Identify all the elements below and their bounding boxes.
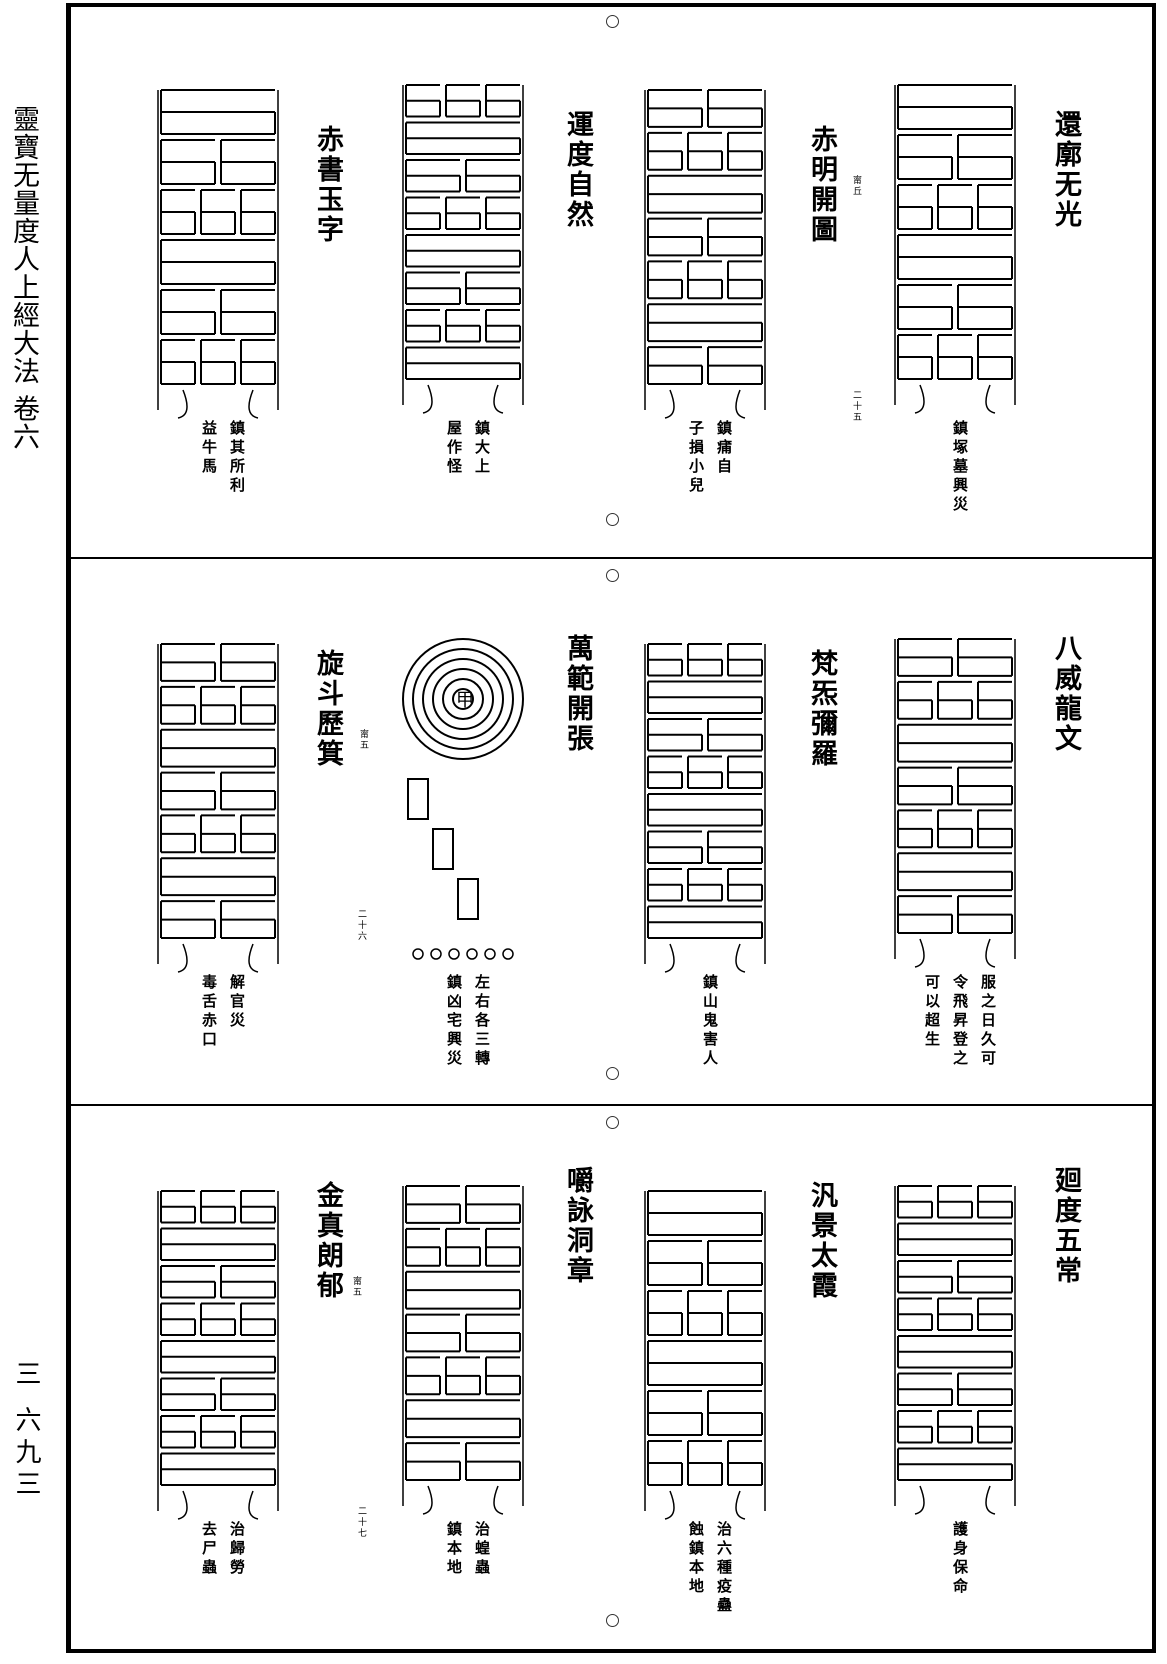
talisman-note: 解官災 bbox=[228, 974, 246, 1031]
talisman-note: 毒舌赤口 bbox=[200, 974, 218, 1050]
small-mark: 二十七 bbox=[356, 1506, 366, 1539]
talisman-note: 鎮大上 bbox=[473, 420, 491, 477]
talisman-glyph: 甲 bbox=[402, 638, 524, 960]
talisman-note: 護身保命 bbox=[951, 1521, 969, 1597]
talisman-note: 可以超生 bbox=[923, 974, 941, 1050]
talisman-note: 屋作怪 bbox=[445, 420, 463, 477]
row-divider bbox=[66, 1104, 1156, 1106]
talisman-note: 鎮痡自 bbox=[715, 420, 733, 477]
row-divider bbox=[66, 557, 1156, 559]
talisman-glyph bbox=[894, 84, 1016, 414]
talisman-title: 還廓无光 bbox=[1050, 110, 1081, 230]
talisman-note: 子損小兒 bbox=[687, 420, 705, 496]
talisman-note: 令飛昇登之 bbox=[951, 974, 969, 1069]
small-mark: 甯五 bbox=[358, 729, 368, 751]
small-mark: 甯五 bbox=[351, 1276, 361, 1298]
talisman-note: 益牛馬 bbox=[200, 420, 218, 477]
talisman-glyph bbox=[402, 1185, 524, 1515]
talisman-note: 鎮塚墓興災 bbox=[951, 420, 969, 515]
talisman-glyph bbox=[894, 638, 1016, 968]
talisman-note: 蝕鎮本地 bbox=[687, 1521, 705, 1597]
talisman-glyph bbox=[157, 1190, 279, 1520]
small-mark: 甯丘 bbox=[851, 175, 861, 197]
small-mark: 二十六 bbox=[356, 909, 366, 942]
talisman-glyph bbox=[402, 84, 524, 414]
talisman-note: 治蝗蟲 bbox=[473, 1521, 491, 1578]
talisman-note: 治歸勞 bbox=[228, 1521, 246, 1578]
talisman-glyph bbox=[644, 643, 766, 973]
talisman-title: 運度自然 bbox=[562, 110, 593, 230]
talisman-note: 鎮山鬼害人 bbox=[701, 974, 719, 1069]
talisman-title: 梵炁彌羅 bbox=[806, 649, 837, 769]
page-number: 三 六九三 bbox=[11, 1360, 41, 1503]
book-title-margin: 靈寶无量度人上經大法 卷六 bbox=[8, 105, 39, 451]
talisman-title: 廻度五常 bbox=[1050, 1166, 1081, 1286]
talisman-glyph bbox=[157, 643, 279, 973]
talisman-note: 鎮本地 bbox=[445, 1521, 463, 1578]
binding-circle-mark bbox=[606, 569, 619, 582]
talisman-note: 鎮凶宅興災 bbox=[445, 974, 463, 1069]
binding-circle-mark bbox=[606, 1116, 619, 1129]
svg-text:甲: 甲 bbox=[456, 690, 474, 711]
talisman-title: 旋斗歷箕 bbox=[312, 649, 343, 769]
talisman-title: 金真朗郁 bbox=[312, 1181, 343, 1301]
binding-circle-mark bbox=[606, 513, 619, 526]
talisman-title: 嚼詠洞章 bbox=[562, 1166, 593, 1286]
talisman-note: 治六種疫蠱 bbox=[715, 1521, 733, 1616]
talisman-title: 汎景太霞 bbox=[806, 1181, 837, 1301]
talisman-title: 赤明開圖 bbox=[806, 125, 837, 245]
talisman-glyph bbox=[157, 89, 279, 419]
page-frame bbox=[66, 3, 1156, 1653]
talisman-title: 赤書玉字 bbox=[312, 125, 343, 245]
talisman-glyph bbox=[894, 1185, 1016, 1515]
talisman-glyph bbox=[644, 89, 766, 419]
binding-circle-mark bbox=[606, 1614, 619, 1627]
talisman-note: 左右各三轉 bbox=[473, 974, 491, 1069]
talisman-glyph bbox=[644, 1190, 766, 1520]
talisman-note: 服之日久可 bbox=[979, 974, 997, 1069]
binding-circle-mark bbox=[606, 15, 619, 28]
talisman-title: 萬範開張 bbox=[562, 634, 593, 754]
talisman-note: 鎮其所利 bbox=[228, 420, 246, 496]
small-mark: 二十五 bbox=[851, 390, 861, 423]
binding-circle-mark bbox=[606, 1067, 619, 1080]
talisman-note: 去尸蟲 bbox=[200, 1521, 218, 1578]
talisman-title: 八威龍文 bbox=[1050, 634, 1081, 754]
